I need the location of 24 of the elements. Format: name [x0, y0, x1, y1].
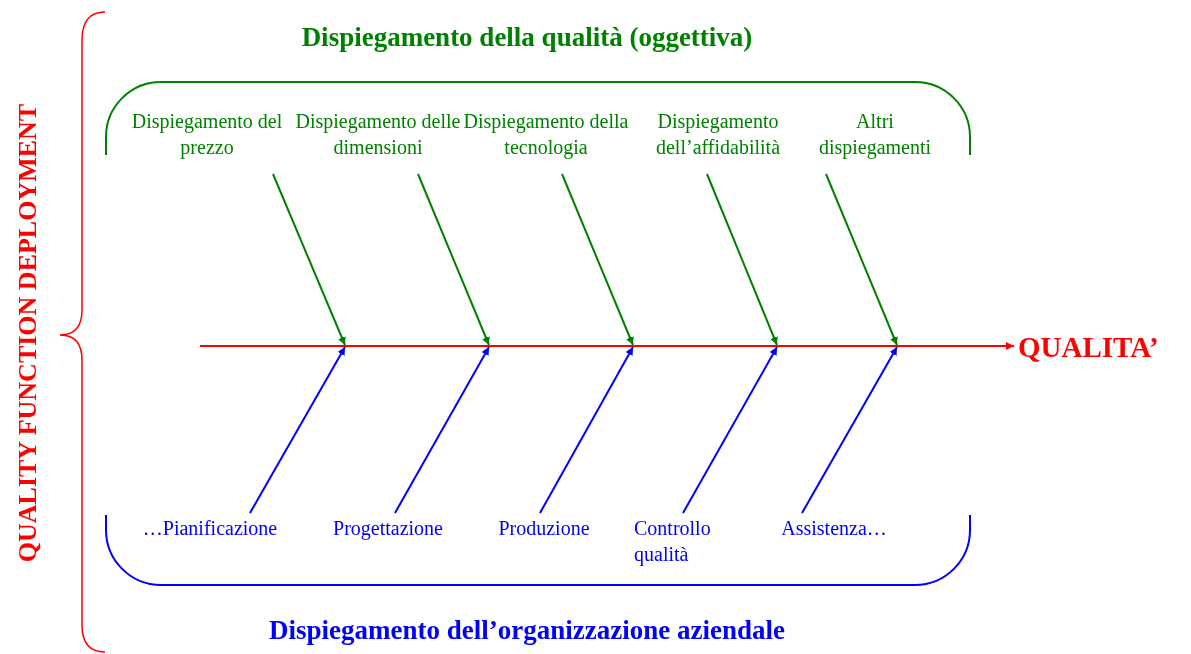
category-label: Dispiegamento del prezzo [122, 108, 292, 160]
category-label: Assistenza… [764, 515, 904, 541]
arrow [272, 173, 346, 346]
arrow [417, 173, 490, 346]
category-label: Dispiegamento della tecnologia [461, 108, 631, 160]
category-label: Altri dispiegamenti [805, 108, 945, 160]
arrow [394, 346, 490, 514]
category-label: Produzione [479, 515, 609, 541]
category-label: Dispiegamento dell’affidabilità [633, 108, 803, 160]
arrow [682, 346, 778, 514]
group-heading: Dispiegamento della qualità (oggettiva) [300, 24, 754, 51]
arrow [249, 346, 346, 514]
category-label: Progettazione [313, 515, 463, 541]
arrow [801, 346, 898, 514]
category-label: …Pianificazione [122, 515, 298, 541]
arrow [825, 173, 898, 346]
arrow [561, 173, 634, 346]
vertical-title: QUALITY FUNCTION DEPLOYMENT [15, 102, 41, 565]
category-label: Controllo qualità [634, 515, 744, 567]
arrow [539, 346, 634, 514]
group-heading: Dispiegamento dell’organizzazione aziendale [268, 617, 786, 644]
outcome-label: QUALITA’ [1018, 327, 1159, 367]
arrow [199, 342, 1015, 350]
arrow [706, 173, 778, 346]
